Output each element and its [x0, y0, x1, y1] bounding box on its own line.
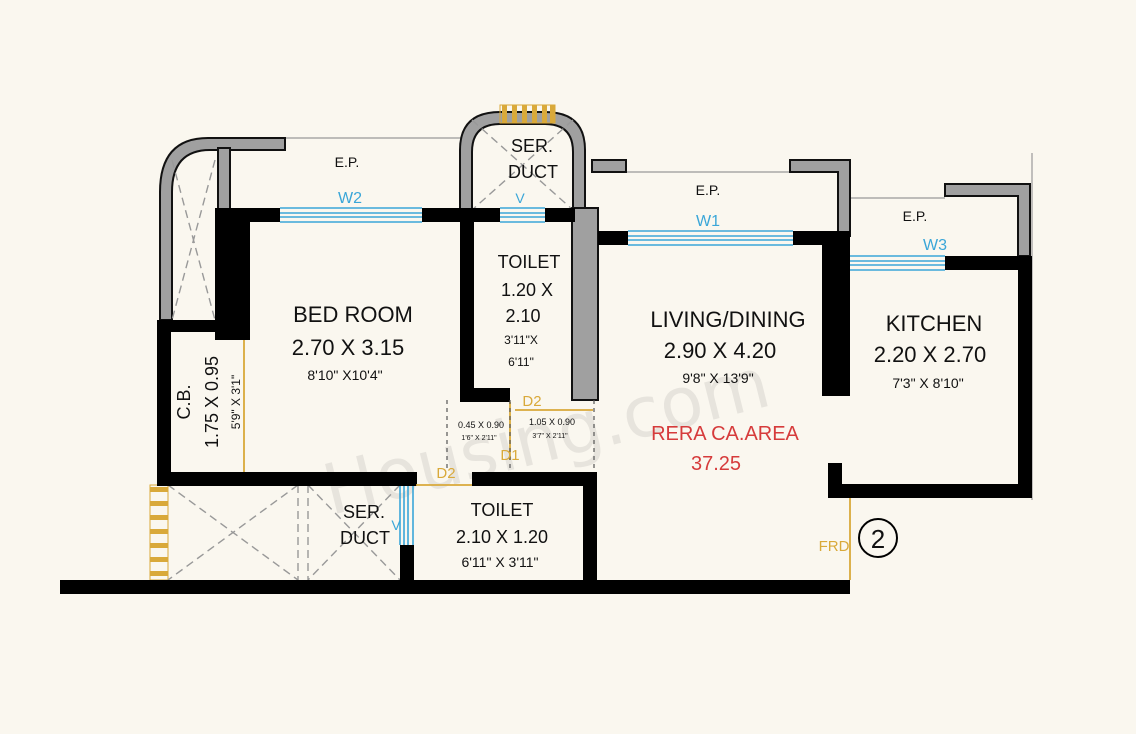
living-name: LIVING/DINING — [650, 307, 805, 332]
bedroom-imperial: 8'10" X10'4" — [307, 367, 382, 383]
ep-label-left: E.P. — [335, 154, 360, 170]
ser-duct-top-line2: DUCT — [508, 162, 558, 182]
toilet2-imperial: 6'11" X 3'11" — [461, 554, 538, 570]
door-label-d1: D1 — [500, 447, 519, 464]
window-label-v-top: V — [515, 190, 525, 206]
rera-value: 37.25 — [691, 453, 741, 475]
living-imperial: 9'8" X 13'9" — [682, 370, 753, 386]
kitchen-name: KITCHEN — [886, 311, 983, 336]
window-label-w1: W1 — [696, 213, 720, 230]
window-label-w2: W2 — [338, 190, 362, 207]
doors — [243, 340, 851, 580]
stair-top — [499, 104, 556, 124]
cb-size: 1.75 X 0.95 — [202, 356, 222, 448]
window-w2 — [280, 207, 422, 223]
ep-label-right: E.P. — [903, 208, 928, 224]
unit-number-circle — [858, 518, 898, 558]
balcony-grey-post — [217, 147, 231, 211]
bedroom-size: 2.70 X 3.15 — [292, 335, 405, 360]
toilet1-imperial-line1: 3'11"X — [504, 333, 538, 347]
windows — [280, 207, 945, 545]
kitchen-imperial: 7'3" X 8'10" — [892, 375, 963, 391]
cb-imperial: 5'9" X 3'1" — [229, 375, 243, 429]
toilet2-size: 2.10 X 1.20 — [456, 527, 548, 547]
window-label-w3: W3 — [923, 237, 947, 254]
grey-stub — [591, 159, 627, 173]
rera-title: RERA CA.AREA — [651, 423, 799, 445]
door-label-d2-top: D2 — [522, 393, 541, 410]
kitchen-grey-corner — [944, 183, 1031, 257]
shaft-crosses — [167, 119, 574, 581]
unit-number: 2 — [871, 524, 885, 554]
window-v-top — [500, 207, 545, 223]
toilet1-imperial-line2: 6'11" — [508, 355, 534, 369]
passage-dashes — [446, 400, 595, 472]
passage-right-imperial: 3'7" X 2'11" — [532, 433, 568, 440]
frd-label: FRD — [819, 538, 850, 555]
window-w1 — [628, 230, 793, 246]
window-v-bottom — [399, 486, 414, 545]
bedroom-name: BED ROOM — [293, 302, 413, 327]
stair-left — [149, 484, 169, 581]
ser-duct-bottom-line1: SER. — [343, 502, 385, 522]
toilet1-size-line2: 2.10 — [505, 306, 540, 326]
toilet1-size-line1: 1.20 X — [501, 280, 553, 300]
passage-right-size: 1.05 X 0.90 — [529, 417, 575, 427]
living-size: 2.90 X 4.20 — [664, 338, 777, 363]
cb-name: C.B. — [174, 384, 194, 419]
balcony-curved-wall — [159, 137, 286, 321]
toilet2-name: TOILET — [471, 500, 534, 520]
toilet-living-grey-wall — [571, 207, 599, 401]
living-grey-corner — [789, 159, 851, 237]
kitchen-size: 2.20 X 2.70 — [874, 342, 987, 367]
ser-duct-bottom-line2: DUCT — [340, 528, 390, 548]
ep-label-mid: E.P. — [696, 182, 721, 198]
passage-left-imperial: 1'6" X 2'11" — [461, 435, 497, 442]
black-walls — [60, 208, 1032, 594]
ser-duct-top-line1: SER. — [511, 136, 553, 156]
window-w3 — [850, 255, 945, 271]
passage-left-size: 0.45 X 0.90 — [458, 420, 504, 430]
door-label-d2-bottom: D2 — [436, 465, 455, 482]
toilet1-name: TOILET — [498, 252, 561, 272]
window-label-v-bottom: V — [391, 517, 401, 533]
